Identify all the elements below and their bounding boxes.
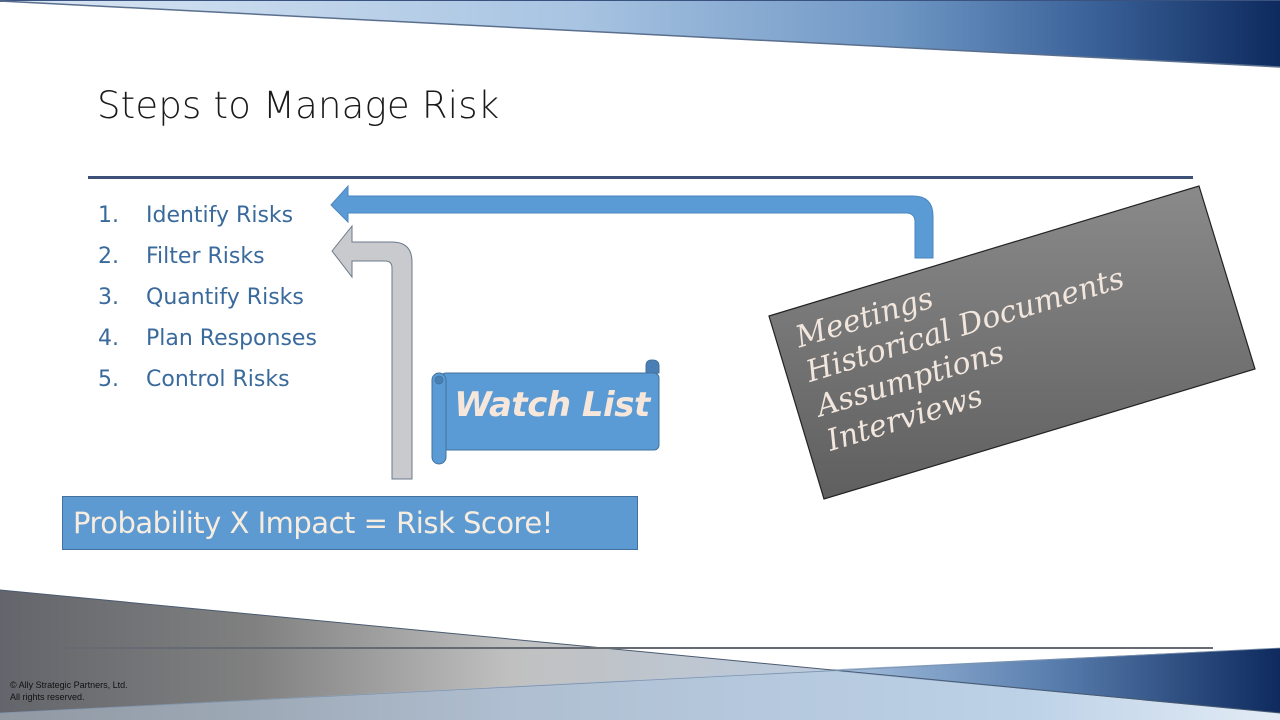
step-item: 4. Plan Responses — [98, 318, 317, 359]
step-number: 2. — [98, 244, 119, 269]
step-label: Quantify Risks — [146, 285, 304, 310]
copyright-text: © Ally Strategic Partners, Ltd. — [10, 680, 128, 690]
title-divider — [88, 176, 1193, 179]
step-number: 3. — [98, 285, 119, 310]
step-item: 3. Quantify Risks — [98, 277, 317, 318]
page-title: Steps to Manage Risk — [97, 84, 500, 127]
step-item: 1. Identify Risks — [98, 195, 317, 236]
step-label: Identify Risks — [146, 203, 294, 228]
steps-list: 1. Identify Risks 2. Filter Risks 3. Quanti… — [98, 195, 317, 400]
risk-score-formula-box: Probability X Impact = Risk Score! — [62, 496, 638, 550]
copyright-footer: © Ally Strategic Partners, Ltd. All righ… — [10, 679, 128, 703]
step-number: 1. — [98, 203, 119, 228]
step-item: 5. Control Risks — [98, 359, 317, 400]
step-label: Control Risks — [146, 367, 290, 392]
formula-to-filter-arrow — [331, 224, 413, 480]
step-number: 4. — [98, 326, 119, 351]
step-number: 5. — [98, 367, 119, 392]
watch-list-label: Watch List — [454, 385, 650, 425]
sources-to-identify-arrow — [330, 184, 934, 259]
step-item: 2. Filter Risks — [98, 236, 317, 277]
step-label: Plan Responses — [146, 326, 317, 351]
step-label: Filter Risks — [146, 244, 265, 269]
rights-text: All rights reserved. — [10, 692, 85, 702]
risk-sources-box — [768, 185, 1256, 500]
watch-list-scroll — [431, 359, 660, 465]
